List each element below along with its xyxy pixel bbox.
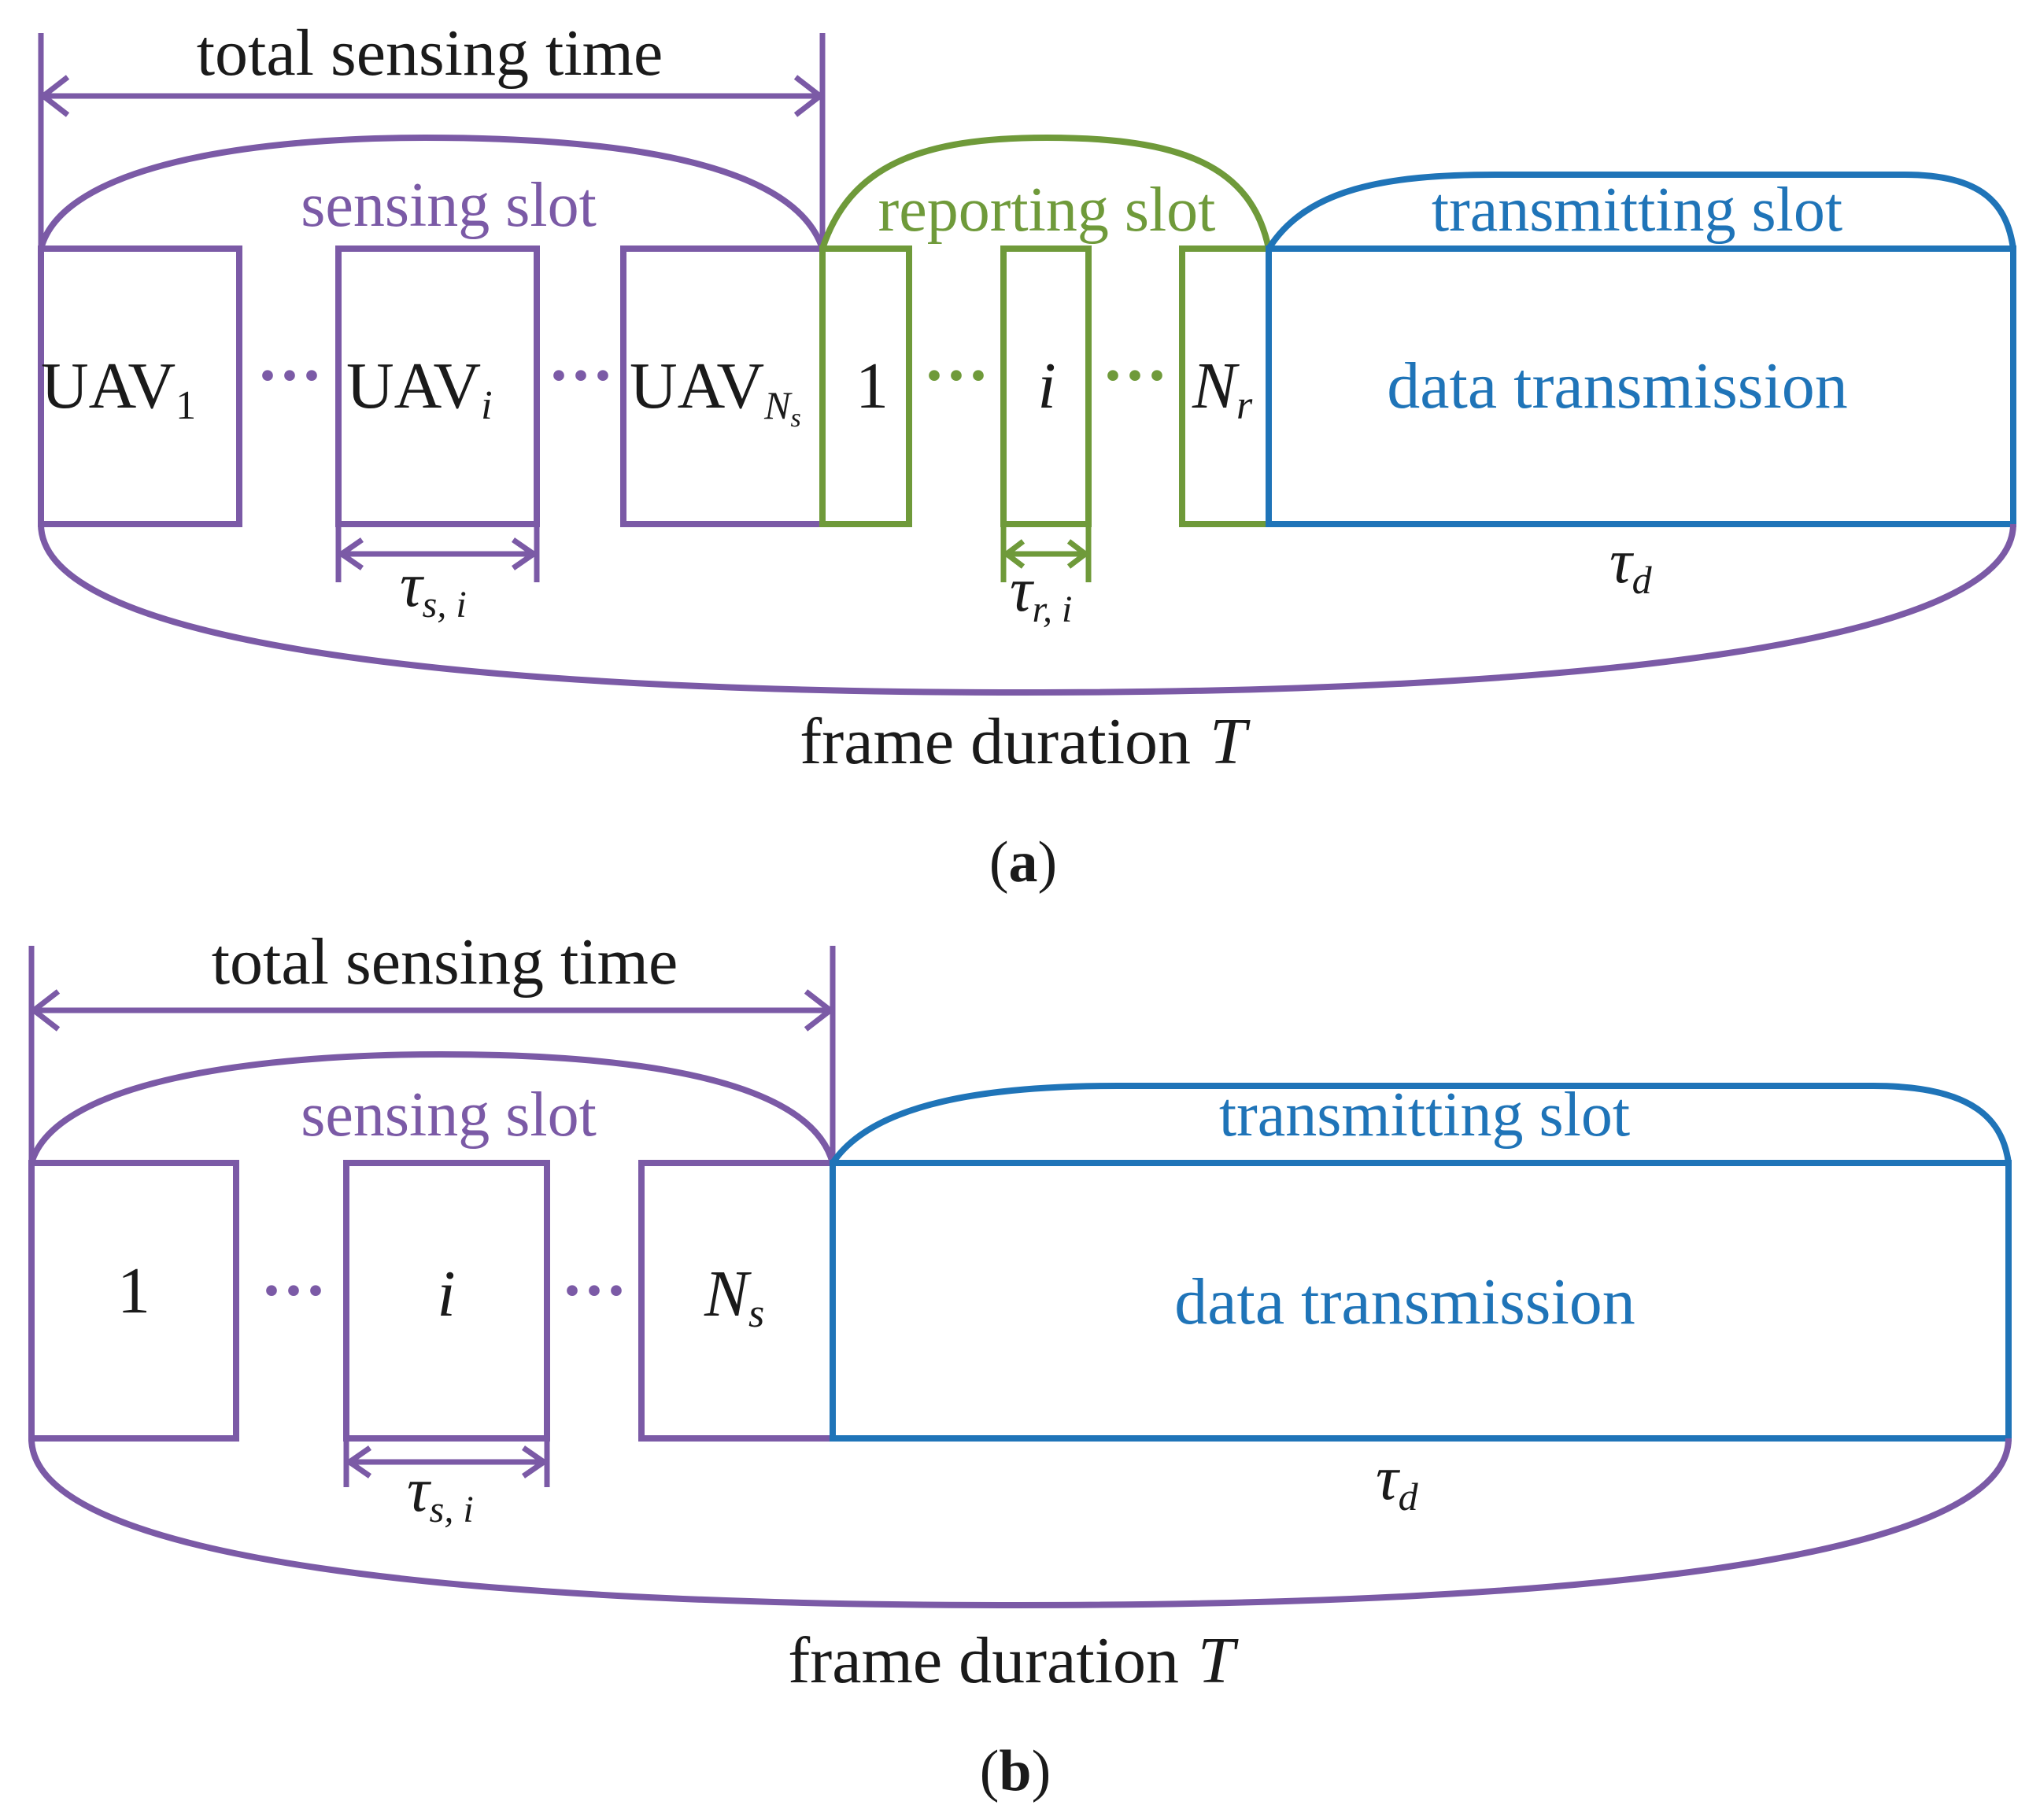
tau-s-dimension	[335, 524, 540, 582]
sensing-slot-label-b: sensing slot	[301, 1080, 597, 1150]
reporting-box-i	[1000, 245, 1092, 527]
tau-r-dimension	[1000, 524, 1092, 582]
dots-a-3: ···	[923, 339, 989, 412]
reporting-box-1	[819, 245, 912, 527]
transmitting-slot-arc	[1266, 172, 2016, 251]
total-sensing-time-label-b: total sensing time	[212, 925, 678, 999]
frame-duration-arc-b	[28, 1438, 2012, 1609]
slot-n-label-b: Ns	[704, 1257, 764, 1336]
sensing-slot-arc	[38, 134, 826, 250]
report-n-label: Nr	[1192, 349, 1253, 428]
tau-r-label: τr, i	[1010, 556, 1072, 630]
slot-i-label-b: i	[437, 1257, 455, 1331]
transmitting-slot-arc-b	[830, 1083, 2012, 1165]
reporting-slot-label: reporting slot	[878, 175, 1216, 245]
report-1-label: 1	[856, 349, 889, 423]
uav-i-label: UAVi	[346, 349, 493, 428]
caption-b: (b)	[980, 1739, 1051, 1803]
data-transmission-label: data transmission	[1387, 349, 1848, 423]
data-transmission-box-b	[830, 1160, 2012, 1442]
sensing-slot-label: sensing slot	[301, 171, 597, 240]
caption-a: (a)	[989, 830, 1057, 895]
panel-a: total sensing time sensing slot reportin…	[38, 17, 2016, 895]
total-sensing-time-bracket-b	[28, 946, 836, 1163]
sensing-box-uav-i	[335, 245, 540, 527]
total-sensing-time-label: total sensing time	[197, 17, 663, 90]
tau-d-label: τd	[1609, 527, 1653, 602]
tau-d-label-b: τd	[1376, 1444, 1419, 1519]
reporting-slot-arc	[819, 134, 1272, 250]
slot-1-label-b: 1	[117, 1254, 150, 1327]
sensing-box-i-b	[343, 1160, 550, 1442]
uav-1-label: UAV1	[41, 349, 196, 428]
uav-n-label: UAVNs	[630, 349, 801, 433]
dots-b-1: ···	[261, 1254, 327, 1327]
sensing-slot-arc-b	[28, 1050, 836, 1165]
dots-a-2: ···	[548, 339, 614, 412]
frame-duration-arc	[38, 523, 2016, 696]
panel-b: total sensing time sensing slot transmit…	[28, 925, 2012, 1803]
dots-a-1: ···	[257, 339, 323, 412]
total-sensing-time-bracket	[38, 33, 826, 249]
data-transmission-label-b: data transmission	[1174, 1265, 1635, 1338]
dots-a-4: ···	[1102, 339, 1168, 412]
tau-s-dimension-b	[343, 1438, 550, 1487]
tau-s-label: τs, i	[400, 551, 467, 626]
sensing-box-uav-1	[38, 245, 242, 527]
data-transmission-box	[1266, 245, 2016, 527]
transmitting-slot-label: transmitting slot	[1432, 175, 1842, 245]
transmitting-slot-label-b: transmitting slot	[1219, 1080, 1630, 1150]
dots-b-2: ···	[561, 1254, 627, 1327]
report-i-label: i	[1037, 349, 1055, 423]
tau-s-label-b: τs, i	[407, 1456, 474, 1530]
sensing-box-1-b	[28, 1160, 239, 1442]
